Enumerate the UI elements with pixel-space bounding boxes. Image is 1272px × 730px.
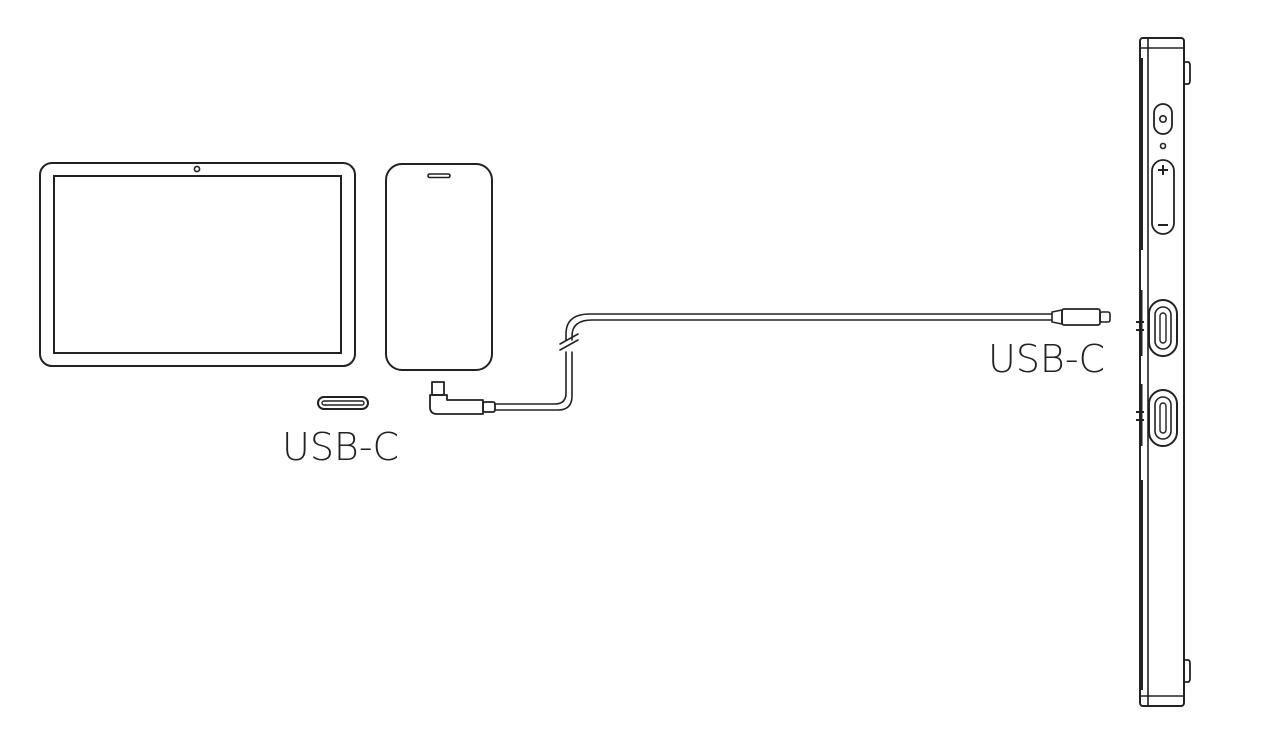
left-port-label: USB-C (282, 425, 399, 469)
tablet-icon (39, 162, 356, 367)
usb-c-cable-icon (429, 308, 1111, 415)
portable-monitor-icon (1136, 37, 1191, 707)
usb-c-port-icon (317, 396, 369, 410)
smartphone-icon (385, 163, 493, 371)
right-port-label: USB-C (988, 337, 1105, 381)
